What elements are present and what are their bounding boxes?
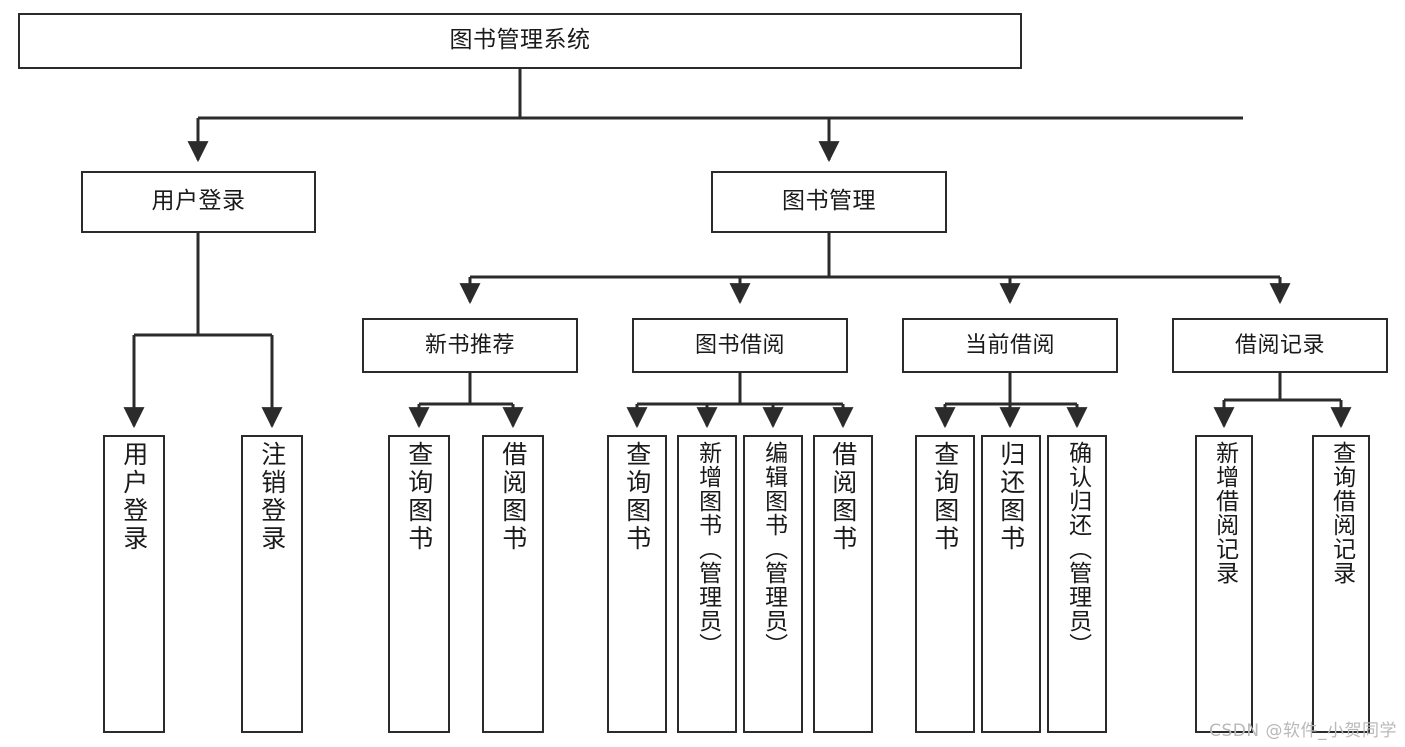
node-label: 确认归还（管理员） bbox=[1064, 441, 1091, 657]
node-label: 查询借阅记录 bbox=[1328, 441, 1355, 585]
leaf-borrow-book[interactable]: 借阅图书 bbox=[813, 435, 873, 733]
node-label: 查询图书 bbox=[622, 441, 652, 553]
node-label: 注销登录 bbox=[257, 441, 287, 553]
leaf-logout[interactable]: 注销登录 bbox=[241, 435, 303, 733]
node-label: 新增图书（管理员） bbox=[694, 441, 721, 657]
node-current-borrow[interactable]: 当前借阅 bbox=[902, 318, 1118, 373]
leaf-new-book-borrow[interactable]: 借阅图书 bbox=[482, 435, 544, 733]
node-label: 借阅图书 bbox=[828, 441, 858, 553]
node-book-management[interactable]: 图书管理 bbox=[711, 171, 947, 233]
node-label: 新书推荐 bbox=[424, 332, 515, 358]
node-book-borrow[interactable]: 图书借阅 bbox=[632, 318, 848, 373]
node-borrow-record[interactable]: 借阅记录 bbox=[1172, 318, 1388, 373]
node-label: 借阅图书 bbox=[498, 441, 528, 553]
node-label: 查询图书 bbox=[404, 441, 434, 553]
node-label: 归还图书 bbox=[996, 441, 1026, 553]
node-label: 查询图书 bbox=[930, 441, 960, 553]
leaf-borrow-query-book[interactable]: 查询图书 bbox=[607, 435, 667, 733]
node-label: 当前借阅 bbox=[964, 332, 1055, 358]
leaf-new-book-query[interactable]: 查询图书 bbox=[388, 435, 450, 733]
node-label: 图书借阅 bbox=[694, 332, 785, 358]
node-label: 图书管理 bbox=[782, 188, 876, 215]
node-new-book-recommend[interactable]: 新书推荐 bbox=[362, 318, 578, 373]
leaf-add-book-admin[interactable]: 新增图书（管理员） bbox=[677, 435, 737, 733]
node-root-system[interactable]: 图书管理系统 bbox=[18, 13, 1022, 69]
leaf-current-query-book[interactable]: 查询图书 bbox=[915, 435, 975, 733]
leaf-user-login[interactable]: 用户登录 bbox=[103, 435, 165, 733]
node-label: 新增借阅记录 bbox=[1211, 441, 1238, 585]
leaf-edit-book-admin[interactable]: 编辑图书（管理员） bbox=[743, 435, 803, 733]
node-user-login[interactable]: 用户登录 bbox=[81, 171, 316, 233]
leaf-query-borrow-record[interactable]: 查询借阅记录 bbox=[1312, 435, 1370, 733]
node-label: 编辑图书（管理员） bbox=[760, 441, 787, 657]
leaf-confirm-return-admin[interactable]: 确认归还（管理员） bbox=[1047, 435, 1107, 733]
node-label: 用户登录 bbox=[119, 441, 149, 553]
leaf-add-borrow-record[interactable]: 新增借阅记录 bbox=[1195, 435, 1253, 733]
node-label: 用户登录 bbox=[151, 188, 246, 215]
node-label: 借阅记录 bbox=[1234, 332, 1325, 358]
leaf-return-book[interactable]: 归还图书 bbox=[981, 435, 1041, 733]
node-label: 图书管理系统 bbox=[449, 27, 591, 54]
